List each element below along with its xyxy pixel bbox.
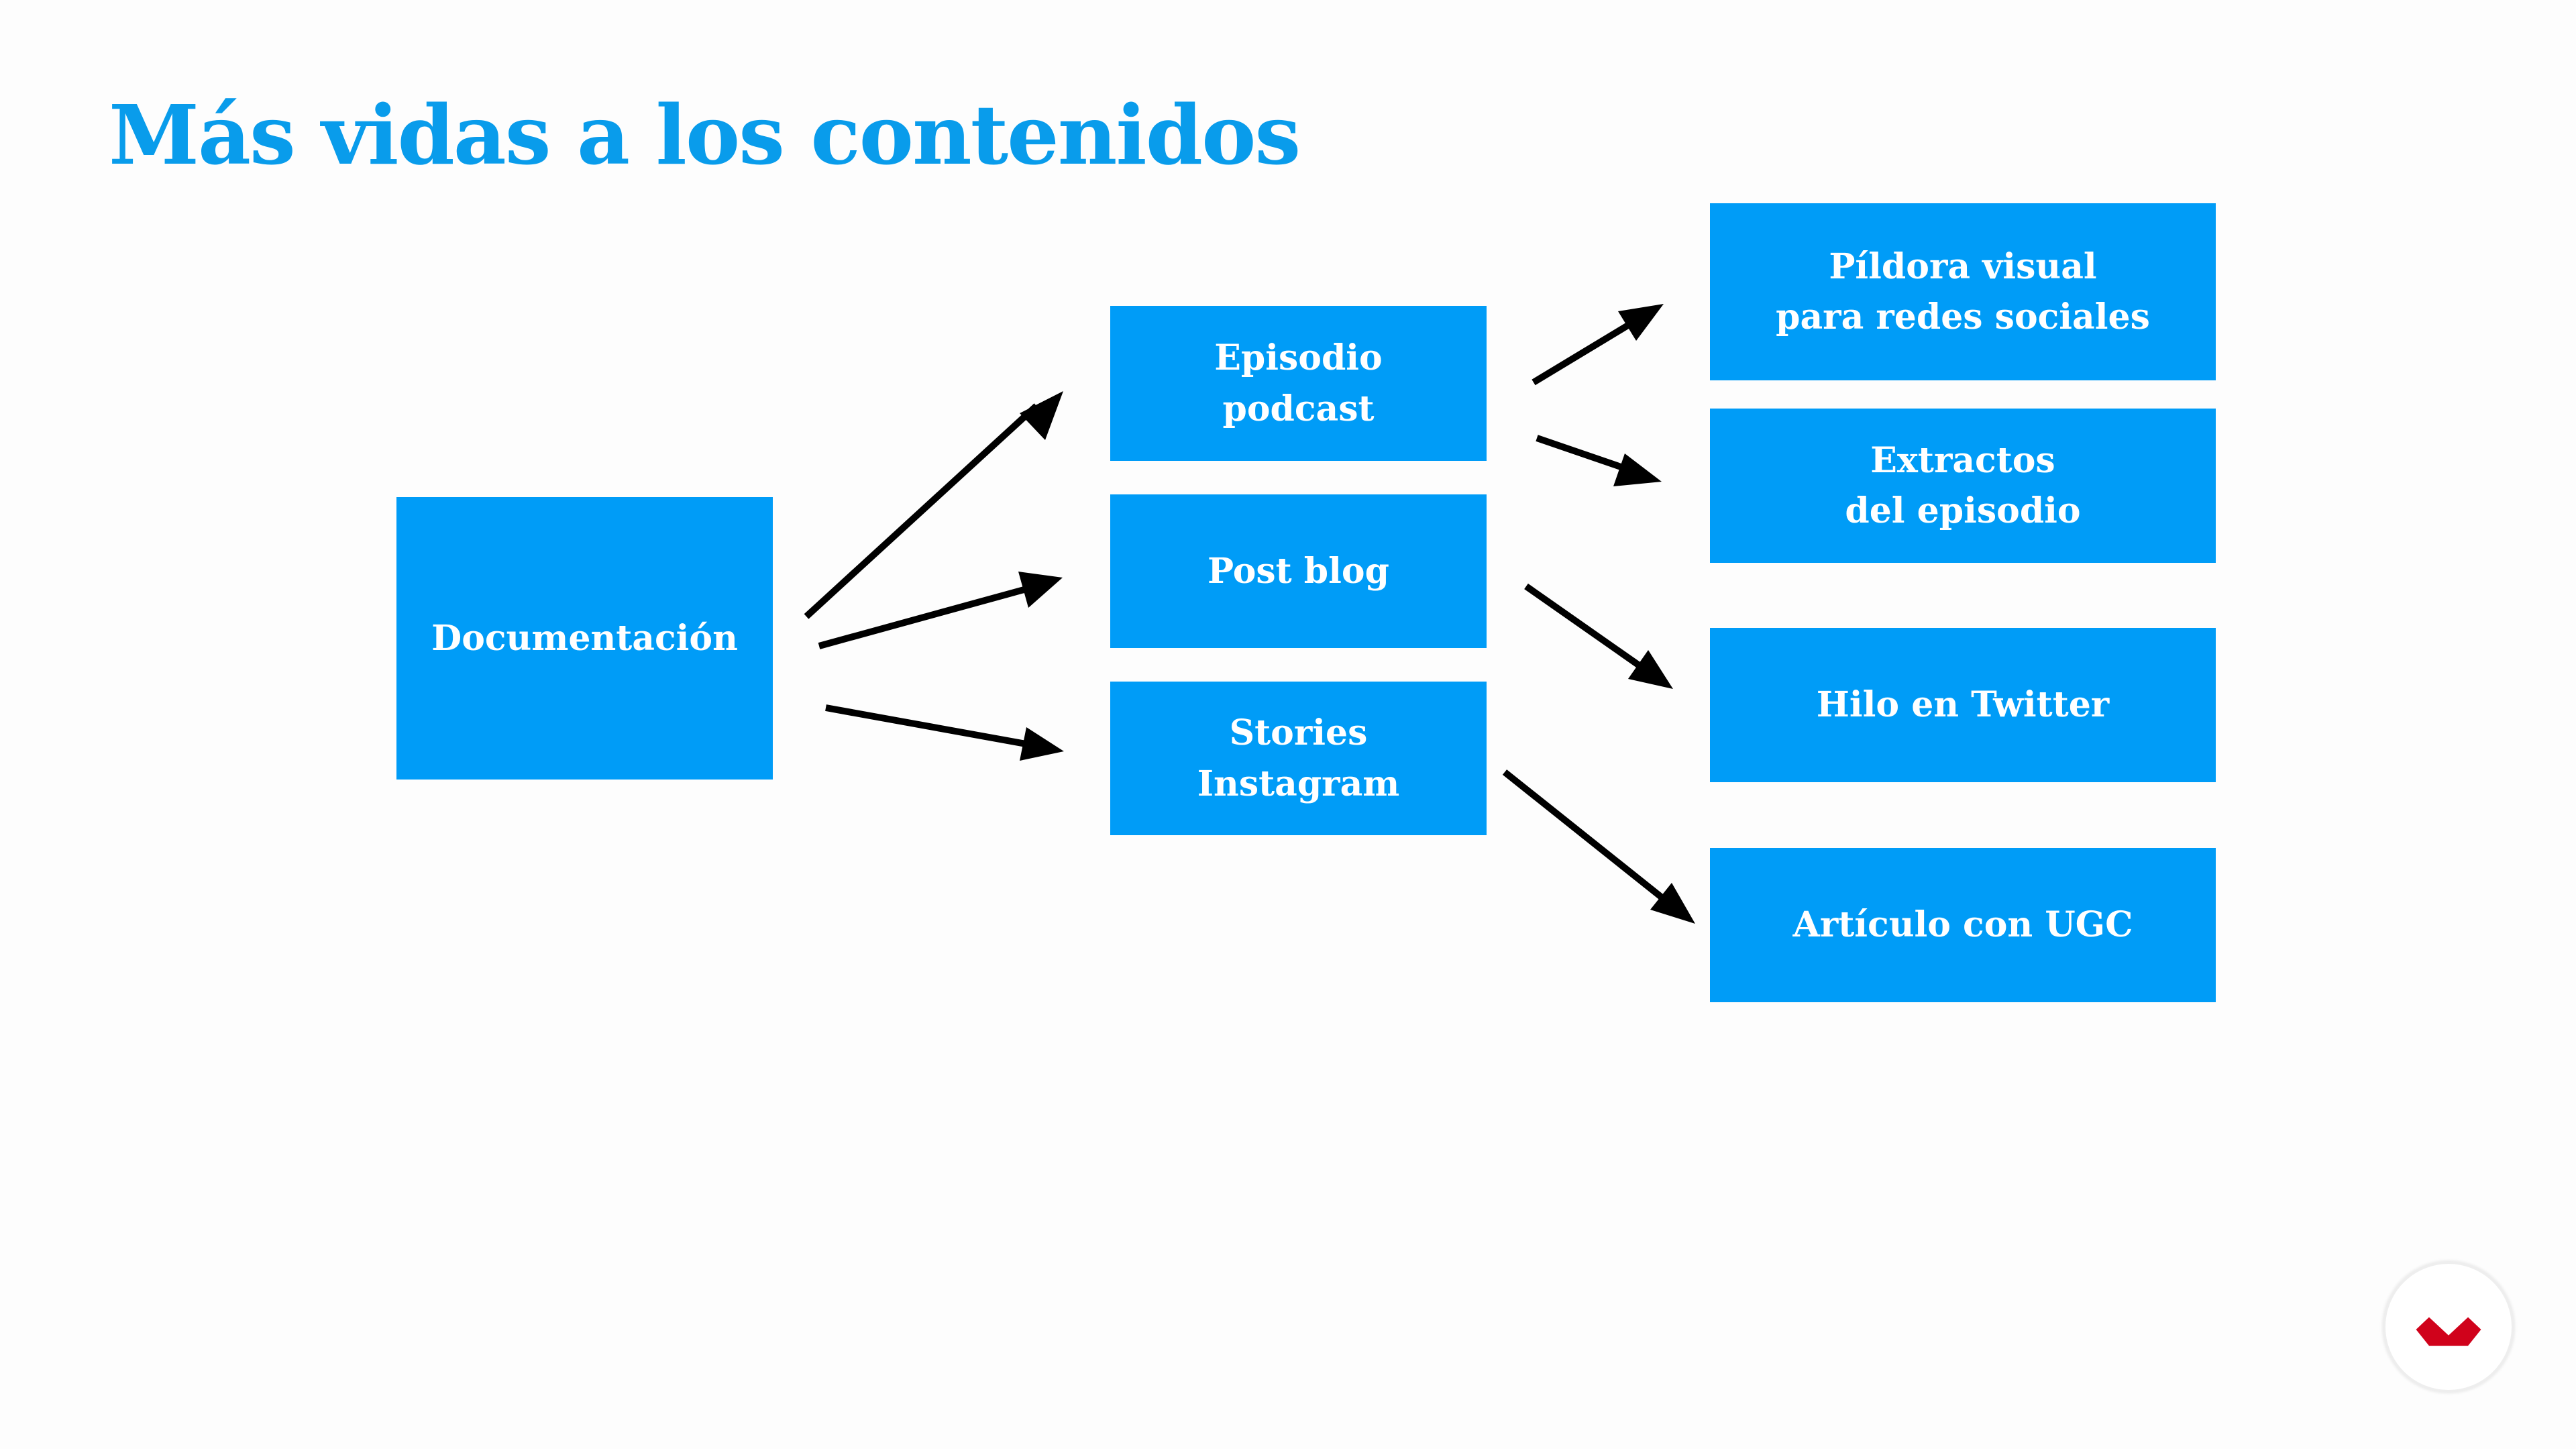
arrowhead-episodio-to-pildora	[1618, 304, 1664, 341]
arrowhead-episodio-to-extractos	[1613, 453, 1662, 486]
node-articulo-ugc: Artículo con UGC	[1710, 848, 2216, 1002]
brand-logo-button[interactable]	[2383, 1262, 2514, 1392]
node-label-post-blog: Post blog	[1208, 550, 1389, 592]
node-label-hilo-twitter: Hilo en Twitter	[1816, 684, 2110, 726]
node-extractos: Extractos del episodio	[1710, 409, 2216, 563]
arrow-doc-to-episodio	[804, 403, 1039, 619]
arrow-doc-to-stories	[825, 704, 1030, 748]
arrowhead-doc-to-stories	[1020, 727, 1064, 761]
arrowhead-doc-to-post	[1018, 572, 1063, 608]
node-label-extractos: Extractos del episodio	[1845, 439, 2081, 531]
node-hilo-twitter: Hilo en Twitter	[1710, 628, 2216, 782]
node-stories-instagram: Stories Instagram	[1110, 682, 1487, 835]
node-pildora-visual: Píldora visual para redes sociales	[1710, 203, 2216, 380]
arrowhead-post-to-hilo	[1628, 650, 1673, 689]
node-documentacion: Documentación	[396, 497, 773, 780]
arrow-stories-to-articulo	[1502, 769, 1666, 902]
node-post-blog: Post blog	[1110, 494, 1487, 648]
slide-title: Más vidas a los contenidos	[109, 87, 1301, 183]
arrow-episodio-to-pildora	[1532, 319, 1635, 386]
node-label-articulo-ugc: Artículo con UGC	[1792, 904, 2133, 946]
arrow-doc-to-post	[818, 586, 1028, 649]
arrowhead-stories-to-articulo	[1650, 883, 1695, 924]
node-label-documentacion: Documentación	[431, 617, 738, 659]
node-label-episodio-podcast: Episodio podcast	[1214, 337, 1383, 429]
brand-logo-icon	[2416, 1317, 2481, 1346]
node-episodio-podcast: Episodio podcast	[1110, 306, 1487, 461]
arrowhead-doc-to-episodio	[1020, 391, 1063, 440]
arrow-episodio-to-extractos	[1536, 435, 1628, 472]
node-label-stories-instagram: Stories Instagram	[1197, 712, 1400, 804]
arrow-post-to-hilo	[1524, 583, 1649, 674]
node-label-pildora-visual: Píldora visual para redes sociales	[1776, 246, 2150, 337]
